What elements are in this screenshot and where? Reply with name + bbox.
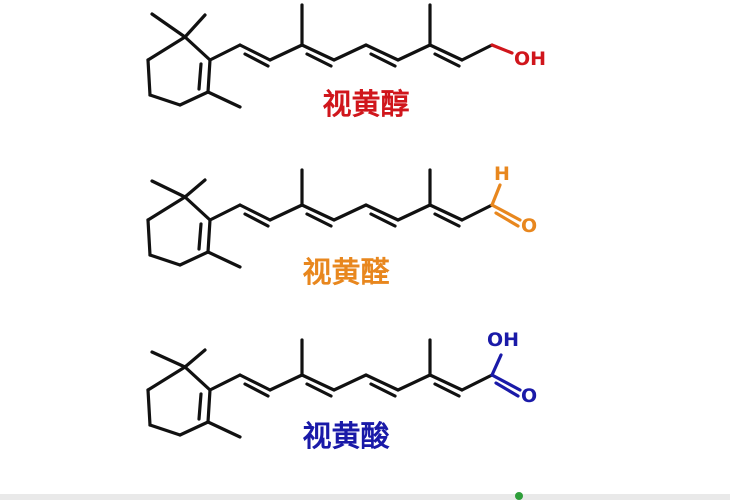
aldehyde-hydrogen-label: H: [494, 163, 510, 185]
ring-methyl: [206, 250, 242, 269]
cyclohexene-ring: [146, 35, 212, 107]
hydroxyl-label: OH: [514, 48, 546, 70]
aldehyde-group: [490, 183, 522, 228]
retinol-structure: OH 视黄醇: [146, 3, 546, 121]
polyene-chain: [208, 3, 494, 68]
retinal-structure: H O 视黄醛: [146, 163, 537, 289]
cyclohexene-ring: [146, 195, 212, 267]
polyene-chain: [208, 338, 494, 398]
c-o-bond: [490, 43, 514, 55]
retinal-name-label: 视黄醛: [302, 255, 390, 289]
gem-dimethyl: [150, 178, 207, 199]
bottom-edge-strip: [0, 494, 730, 500]
carbonyl-oxygen-label: O: [521, 215, 537, 237]
cyclohexene-ring: [146, 365, 212, 437]
ring-methyl: [206, 90, 242, 109]
retinoic-acid-name-label: 视黄酸: [302, 419, 390, 453]
polyene-chain: [208, 168, 494, 228]
carboxyl-hydroxyl-label: OH: [487, 329, 519, 351]
ring-methyl: [206, 420, 242, 439]
retinoic-acid-structure: OH O 视黄酸: [146, 329, 537, 453]
carboxyl-oxygen-label: O: [521, 385, 537, 407]
carboxyl-group: [490, 353, 522, 398]
green-indicator-dot: [515, 492, 523, 500]
gem-dimethyl: [150, 348, 207, 369]
retinol-name-label: 视黄醇: [322, 87, 409, 121]
gem-dimethyl: [150, 12, 207, 39]
